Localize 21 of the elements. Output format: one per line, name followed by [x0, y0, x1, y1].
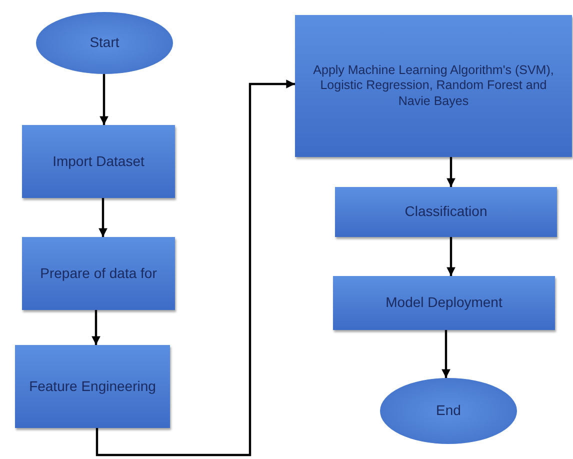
- arrow: [100, 74, 108, 125]
- process-box: [15, 345, 170, 428]
- arrow: [96, 80, 295, 456]
- node-label: Apply Machine Learning Algorithm's (SVM), Logistic Regression, Random Forest and Navie Bayes: [312, 62, 555, 110]
- process-box: [22, 125, 175, 198]
- process-box: [335, 187, 557, 237]
- arrow: [98, 198, 108, 237]
- node-label: Model Deployment: [386, 294, 502, 312]
- node-label: Start: [90, 34, 120, 52]
- process-box: [22, 237, 175, 310]
- arrow: [446, 237, 456, 276]
- process-box: [295, 15, 572, 157]
- node-label: Classification: [404, 203, 488, 221]
- node-label: End: [436, 402, 461, 420]
- node-label: Feature Engineering: [29, 378, 156, 396]
- arrow: [442, 330, 450, 378]
- node-label: Prepare of data for: [40, 264, 157, 282]
- node-label: Import Dataset: [52, 152, 144, 170]
- process-box: [333, 276, 555, 330]
- arrow: [92, 310, 100, 345]
- arrow: [446, 157, 456, 187]
